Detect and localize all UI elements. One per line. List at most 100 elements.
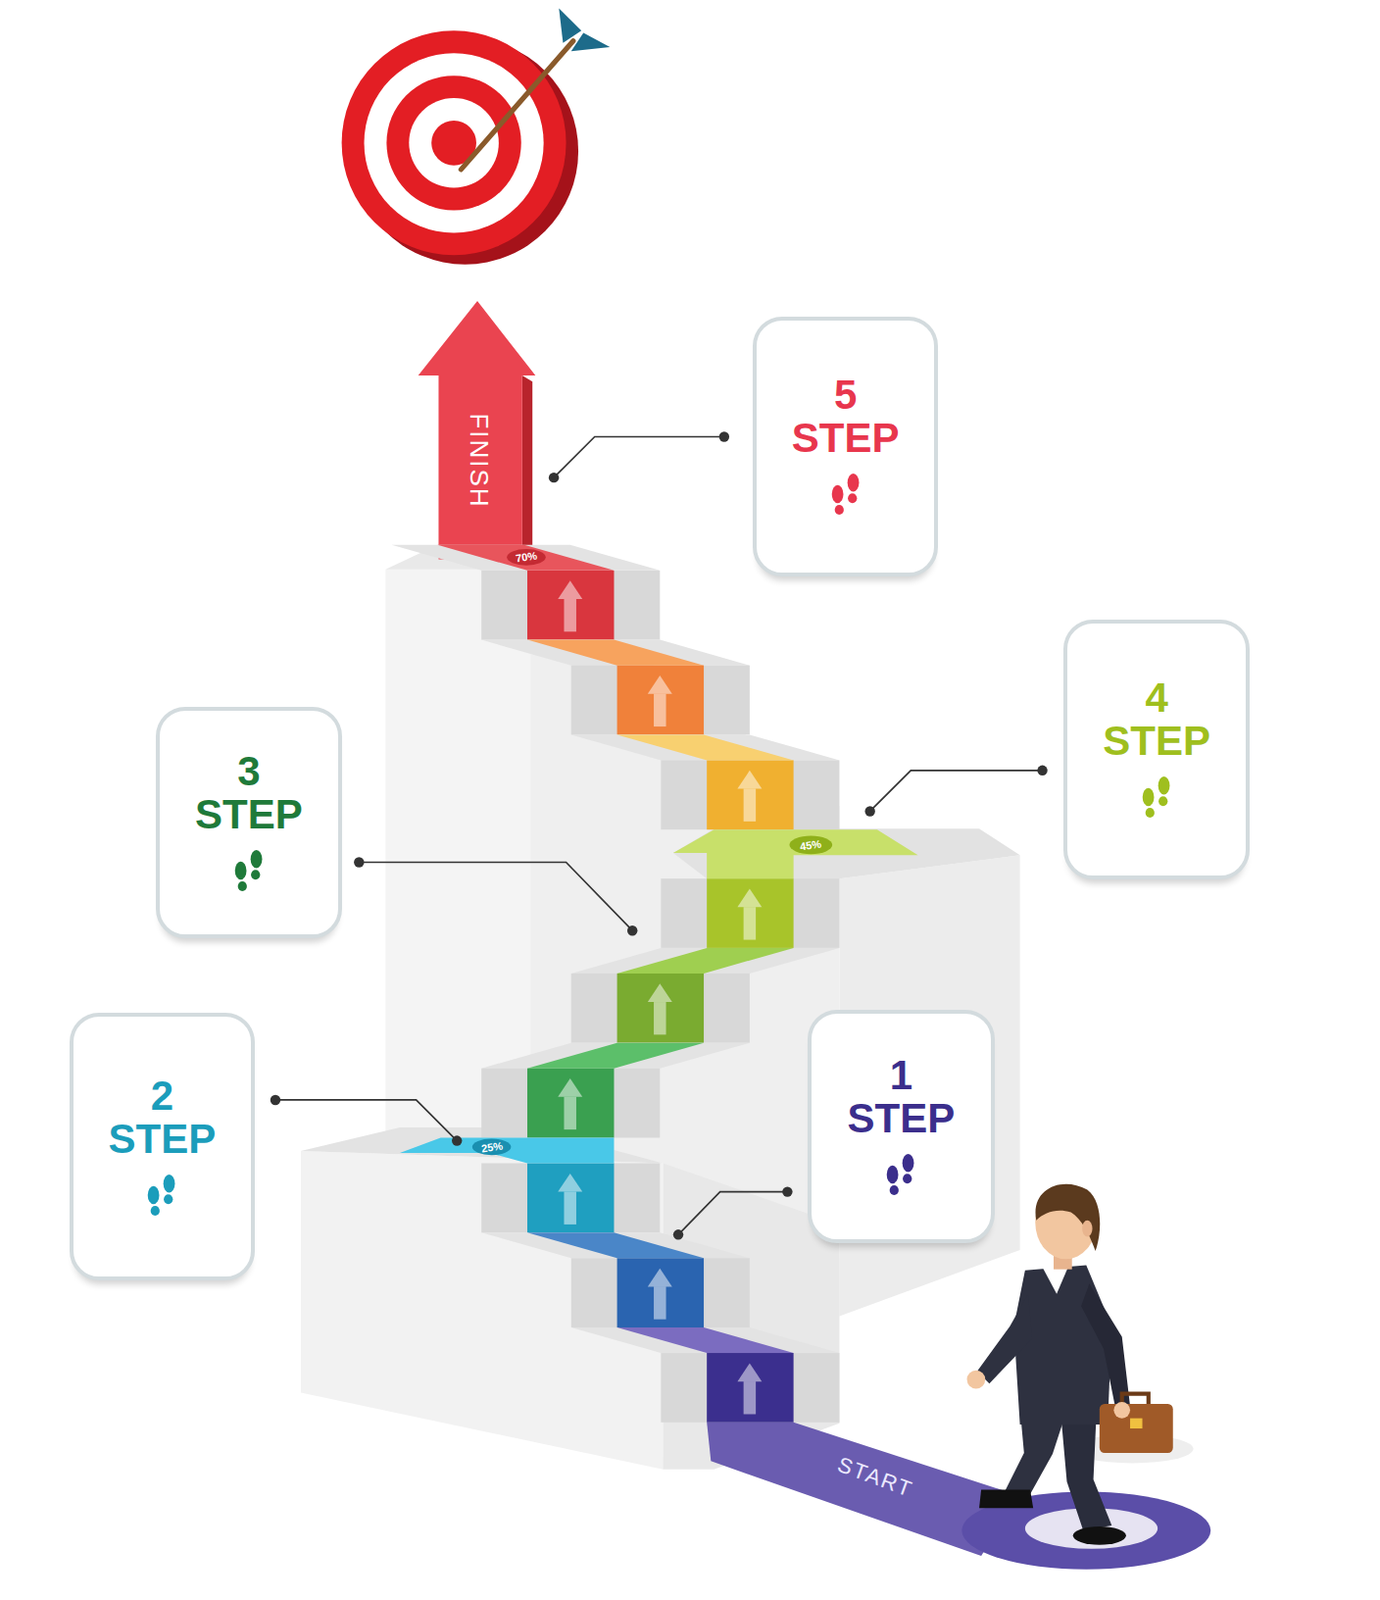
- step-number: 4: [1144, 676, 1168, 720]
- step-yellowgreen: [737, 888, 762, 908]
- businessman-figure: [967, 1183, 1194, 1545]
- step-yellow: [617, 734, 794, 760]
- step-green: [527, 1042, 704, 1069]
- footprints-icon: [141, 1170, 183, 1220]
- target-icon: [386, 75, 521, 210]
- target-icon: [342, 30, 579, 264]
- leader-dot: [1036, 765, 1047, 776]
- step-purple: [571, 1327, 840, 1353]
- footprint-shape: [235, 861, 247, 880]
- leader-line: [358, 861, 633, 931]
- businessman-figure: [1082, 1220, 1092, 1237]
- step-green: [481, 1042, 750, 1138]
- step-purple: [571, 1327, 840, 1423]
- step-yellowgreen: [743, 906, 756, 939]
- footprint-shape: [831, 485, 843, 503]
- step-purple: [660, 1352, 839, 1423]
- step-yellow: [743, 788, 756, 822]
- step-cyan: [472, 1137, 512, 1155]
- leader-line: [870, 770, 1043, 812]
- leader-dot: [627, 925, 638, 936]
- step-red: [437, 544, 614, 571]
- stair-mass: [673, 828, 1021, 879]
- step-yellowgreen: [788, 835, 833, 854]
- dart-icon: [460, 7, 610, 169]
- footprint-shape: [846, 473, 859, 492]
- step-blue: [653, 1285, 666, 1319]
- businessman-figure: [1130, 1418, 1142, 1429]
- businessman-figure: [1081, 1282, 1131, 1410]
- businessman-figure: [979, 1488, 1034, 1508]
- step-green: [481, 1068, 660, 1138]
- footprints-icon: [825, 469, 867, 519]
- businessman-figure: [1099, 1403, 1174, 1453]
- footprint-shape: [150, 1205, 160, 1216]
- step-cyan: [399, 1136, 615, 1163]
- footprints-icon: [1135, 772, 1178, 822]
- step-orange: [481, 640, 750, 666]
- step-green: [527, 1068, 614, 1138]
- step-purple: [743, 1380, 756, 1414]
- leader-dot: [270, 1094, 281, 1105]
- dart-icon: [571, 32, 611, 51]
- percent-badge-text: 25%: [480, 1138, 503, 1154]
- finish-arrow: [522, 375, 533, 559]
- step-blue: [481, 1232, 750, 1258]
- businessman-figure: [1035, 1183, 1100, 1251]
- step-lightgreen: [647, 983, 673, 1002]
- step-orange: [527, 640, 704, 666]
- footprint-shape: [902, 1153, 915, 1172]
- percent-badge: [506, 548, 546, 566]
- step-label: STEP: [108, 1117, 217, 1161]
- step-orange: [571, 665, 750, 736]
- step-yellow: [660, 759, 839, 830]
- step-blue: [481, 1232, 750, 1328]
- step-lightgreen: [653, 1001, 666, 1035]
- step-callout-box: 4STEP: [1063, 619, 1249, 880]
- step-label: STEP: [1102, 719, 1211, 763]
- percent-badge-text: 45%: [799, 837, 824, 852]
- step-red: [392, 544, 661, 571]
- businessman-figure: [977, 1293, 1033, 1384]
- step-lightgreen: [617, 973, 704, 1043]
- footprint-shape: [887, 1165, 899, 1183]
- leader-dot: [673, 1229, 684, 1239]
- footprint-shape: [164, 1193, 174, 1204]
- step-callout-box: 1STEP: [807, 1009, 994, 1242]
- step-number: 1: [889, 1053, 913, 1097]
- step-blue: [617, 1257, 704, 1328]
- step-callout-box: 5STEP: [752, 316, 938, 577]
- step-yellowgreen: [673, 829, 919, 879]
- leader-dot: [719, 431, 730, 442]
- dart-icon: [460, 41, 573, 170]
- step-yellowgreen: [660, 829, 918, 948]
- step-number: 2: [150, 1074, 174, 1118]
- step-number: 5: [834, 373, 857, 417]
- footprint-shape: [834, 504, 843, 515]
- businessman-figure: [1042, 1265, 1070, 1294]
- leader-line: [275, 1099, 457, 1141]
- footprint-shape: [147, 1184, 160, 1203]
- businessman-figure: [1013, 1265, 1112, 1425]
- step-number: 3: [237, 749, 260, 793]
- step-orange: [481, 640, 750, 736]
- step-red: [557, 580, 583, 599]
- step-red: [527, 570, 614, 641]
- target-icon: [364, 52, 544, 233]
- stair-mass: [385, 569, 531, 1135]
- businessman-figure: [1122, 1393, 1149, 1404]
- step-blue: [571, 1257, 750, 1328]
- footprint-shape: [903, 1173, 913, 1183]
- footprints-icon: [228, 845, 270, 895]
- footprint-shape: [238, 881, 247, 891]
- leader-dot: [353, 856, 364, 867]
- step-purple: [617, 1327, 794, 1353]
- step-yellow: [571, 734, 840, 830]
- step-label: STEP: [791, 416, 900, 460]
- step-orange: [617, 665, 704, 736]
- step-lightgreen: [617, 947, 794, 974]
- leader-dot: [782, 1185, 792, 1196]
- footprint-shape: [1158, 796, 1168, 807]
- step-yellow: [706, 759, 793, 830]
- target-icon: [342, 30, 567, 255]
